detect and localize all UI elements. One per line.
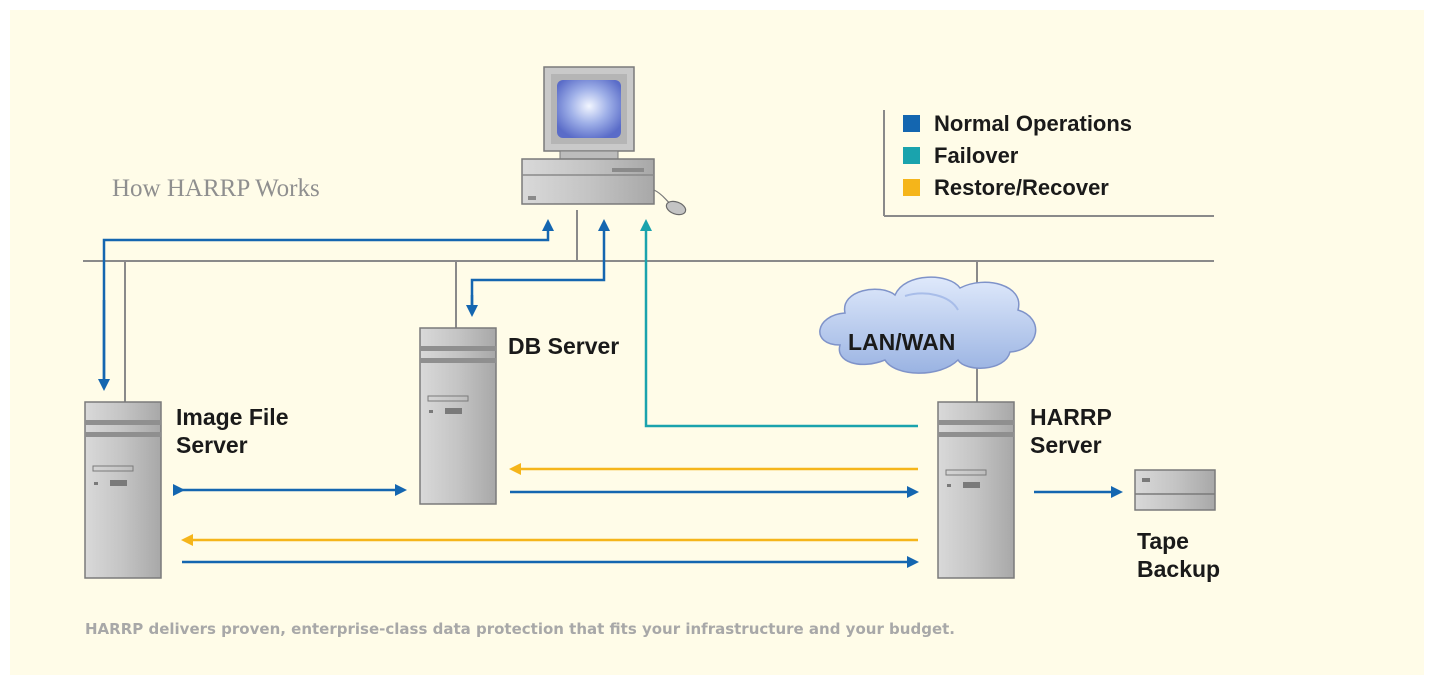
lan-wan-cloud-icon	[819, 276, 1037, 374]
harrp-server-label-line1: HARRP	[1030, 404, 1112, 430]
tape-backup-label-line2: Backup	[1137, 556, 1221, 582]
arrow-failover-to-workstation	[640, 219, 918, 428]
legend-swatch-restore	[903, 179, 920, 196]
harrp-server-label-line2: Server	[1030, 432, 1102, 458]
db-server-label: DB Server	[508, 333, 620, 359]
harrp-server-icon	[937, 401, 1015, 579]
image-server-label-line2: Server	[176, 432, 248, 458]
legend-label-failover: Failover	[934, 143, 1019, 168]
caption: HARRP delivers proven, enterprise-class …	[85, 620, 955, 638]
workstation-computer-icon	[521, 66, 687, 216]
legend-label-normal: Normal Operations	[934, 111, 1133, 136]
db-server-icon	[419, 327, 497, 505]
normal-ops-arrows	[98, 219, 1123, 568]
image-server-label-line1: Image File	[176, 404, 289, 430]
tape-backup-label-line1: Tape	[1137, 528, 1189, 554]
diagram-panel	[10, 10, 1424, 675]
legend-label-restore: Restore/Recover	[934, 175, 1109, 200]
image-server-label: Image File Server	[176, 403, 288, 459]
network-label: LAN/WAN	[848, 329, 956, 355]
diagram-title: How HARRP Works	[112, 175, 320, 202]
tape-backup-label: Tape Backup	[1137, 527, 1220, 583]
harrp-server-label: HARRP Server	[1030, 403, 1112, 459]
legend-frame	[883, 110, 1214, 217]
arrow-db-to-workstation	[470, 219, 610, 312]
image-file-server-icon	[84, 401, 162, 579]
tape-backup-icon	[1134, 469, 1216, 511]
restore-arrows	[181, 463, 918, 546]
legend-swatch-failover	[903, 147, 920, 164]
legend-swatch-normal	[903, 115, 920, 132]
